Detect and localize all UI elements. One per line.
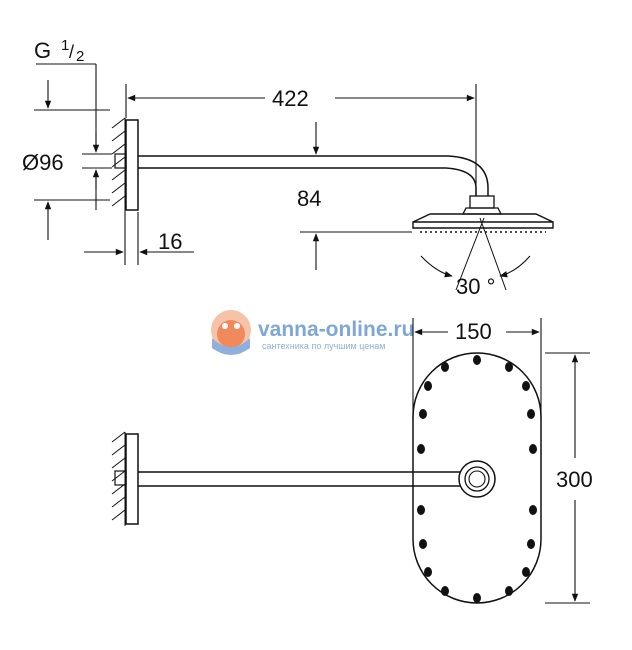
side-view bbox=[111, 117, 554, 291]
thread-label-g: G bbox=[34, 38, 51, 63]
inlet-nipple-top bbox=[114, 153, 127, 169]
dimension-lines-bottom bbox=[412, 318, 590, 604]
wall-hatch-top bbox=[111, 117, 126, 212]
nozzle-dots bbox=[417, 355, 537, 603]
wall-offset-label: 16 bbox=[158, 229, 182, 254]
watermark-brand: vanna-online.ru bbox=[258, 318, 414, 341]
ball-joint bbox=[461, 207, 503, 215]
thread-label-num: 1 bbox=[61, 37, 69, 54]
shower-head-side bbox=[412, 213, 554, 229]
watermark: vanna-online.ru сантехника по лучшим цен… bbox=[211, 310, 414, 355]
watermark-tagline: сантехника по лучшим ценам bbox=[262, 341, 385, 351]
connector-inner bbox=[464, 466, 490, 492]
head-width-label: 150 bbox=[455, 319, 492, 344]
wall-flange-top bbox=[125, 119, 139, 211]
wall-flange-bottom bbox=[125, 433, 139, 525]
dimension-lines-top bbox=[34, 63, 477, 270]
head-length-label: 300 bbox=[556, 467, 593, 492]
tilt-label: 30 ° bbox=[456, 274, 495, 299]
arm-connector bbox=[469, 195, 495, 209]
watermark-logo-icon bbox=[211, 310, 251, 355]
wall-hatch-bottom bbox=[111, 431, 126, 526]
top-view bbox=[111, 352, 542, 604]
inlet-nipple-bottom bbox=[114, 470, 127, 486]
thread-label-slash: / bbox=[69, 42, 74, 62]
connector-outer bbox=[458, 460, 496, 498]
diameter-label: Ø96 bbox=[22, 150, 64, 175]
drop-label: 84 bbox=[297, 186, 321, 211]
arm-length-label: 422 bbox=[272, 86, 309, 111]
thread-label-den: 2 bbox=[76, 48, 84, 65]
